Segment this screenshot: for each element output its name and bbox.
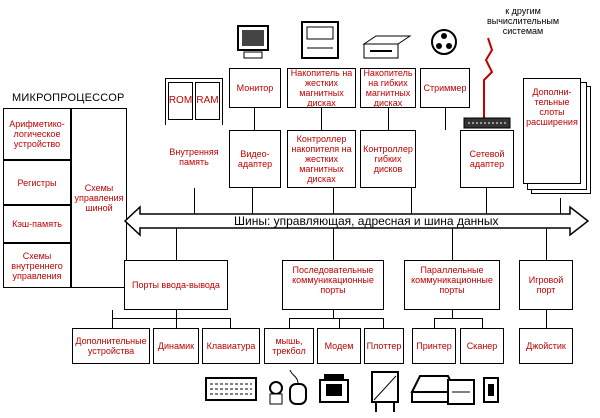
fdd-box: Накопитель на гибких магнитных дисках xyxy=(360,68,416,108)
registers-box: Регистры xyxy=(3,160,71,205)
rom-box: ROM xyxy=(168,82,193,120)
network-hub-icon xyxy=(463,117,511,129)
antenna-icon xyxy=(483,37,494,118)
parallel-ports-box: Параллельные коммуникационные порты xyxy=(404,260,500,310)
hdd-box: Накопитель на жестких магнитных дисках xyxy=(287,68,356,108)
expansion-slots-box: Дополни-тельные слоты расширения xyxy=(523,78,581,184)
video-adapter-box: Видео-адаптер xyxy=(229,130,281,188)
phone-icon xyxy=(319,374,349,403)
fdd-icon xyxy=(362,35,412,59)
keyboard-box: Клавиатура xyxy=(202,328,260,364)
speaker-icon xyxy=(269,381,283,405)
scanner-icon xyxy=(447,379,475,405)
plotter-icon xyxy=(371,371,399,412)
keyboard-icon xyxy=(205,377,257,401)
printer-box: Принтер xyxy=(412,328,456,364)
hdd-icon xyxy=(301,21,339,59)
serial-ports-box: Последовательные коммуникационные порты xyxy=(282,260,384,310)
scanner-box: Сканер xyxy=(460,328,504,364)
speaker-box: Динамик xyxy=(153,328,199,364)
game-port-box: Игровой порт xyxy=(519,260,573,310)
internal-memory-box: Внутренняя память xyxy=(165,125,223,188)
plotter-box: Плоттер xyxy=(364,328,404,364)
streamer-icon xyxy=(431,29,457,55)
fdd-controller-box: Контроллер гибких дисков xyxy=(360,130,416,188)
mouse-icon xyxy=(289,369,307,405)
microprocessor-title: МИКРОПРОЦЕССОР xyxy=(12,92,125,104)
modem-box: Модем xyxy=(317,328,361,364)
monitor-box: Монитор xyxy=(229,68,281,108)
monitor-icon xyxy=(237,25,269,59)
mouse-box: мышь, трекбол xyxy=(264,328,314,364)
ram-box: RAM xyxy=(195,82,220,120)
joystick-box: Джойстик xyxy=(519,328,573,364)
hdd-controller-box: Контроллер накопителя на жестких магнитн… xyxy=(287,130,356,188)
internal-control-box: Схемы внутреннего управления xyxy=(3,243,71,288)
other-systems-label: к другим вычислительным системам xyxy=(486,6,560,36)
streamer-box: Стриммер xyxy=(420,68,470,108)
io-ports-box: Порты ввода-вывода xyxy=(124,260,228,310)
cache-box: Кэш-память xyxy=(3,205,71,243)
network-adapter-box: Сетевой адаптер xyxy=(460,130,514,188)
bus-label: Шины: управляющая, адресная и шина данны… xyxy=(234,214,499,228)
joystick-icon xyxy=(483,377,499,403)
bus-control-box: Схемы управления шиной xyxy=(71,108,127,288)
additional-devices-box: Дополнительные устройства xyxy=(72,328,150,364)
alu-box: Арифметико-логическое устройство xyxy=(3,108,71,160)
